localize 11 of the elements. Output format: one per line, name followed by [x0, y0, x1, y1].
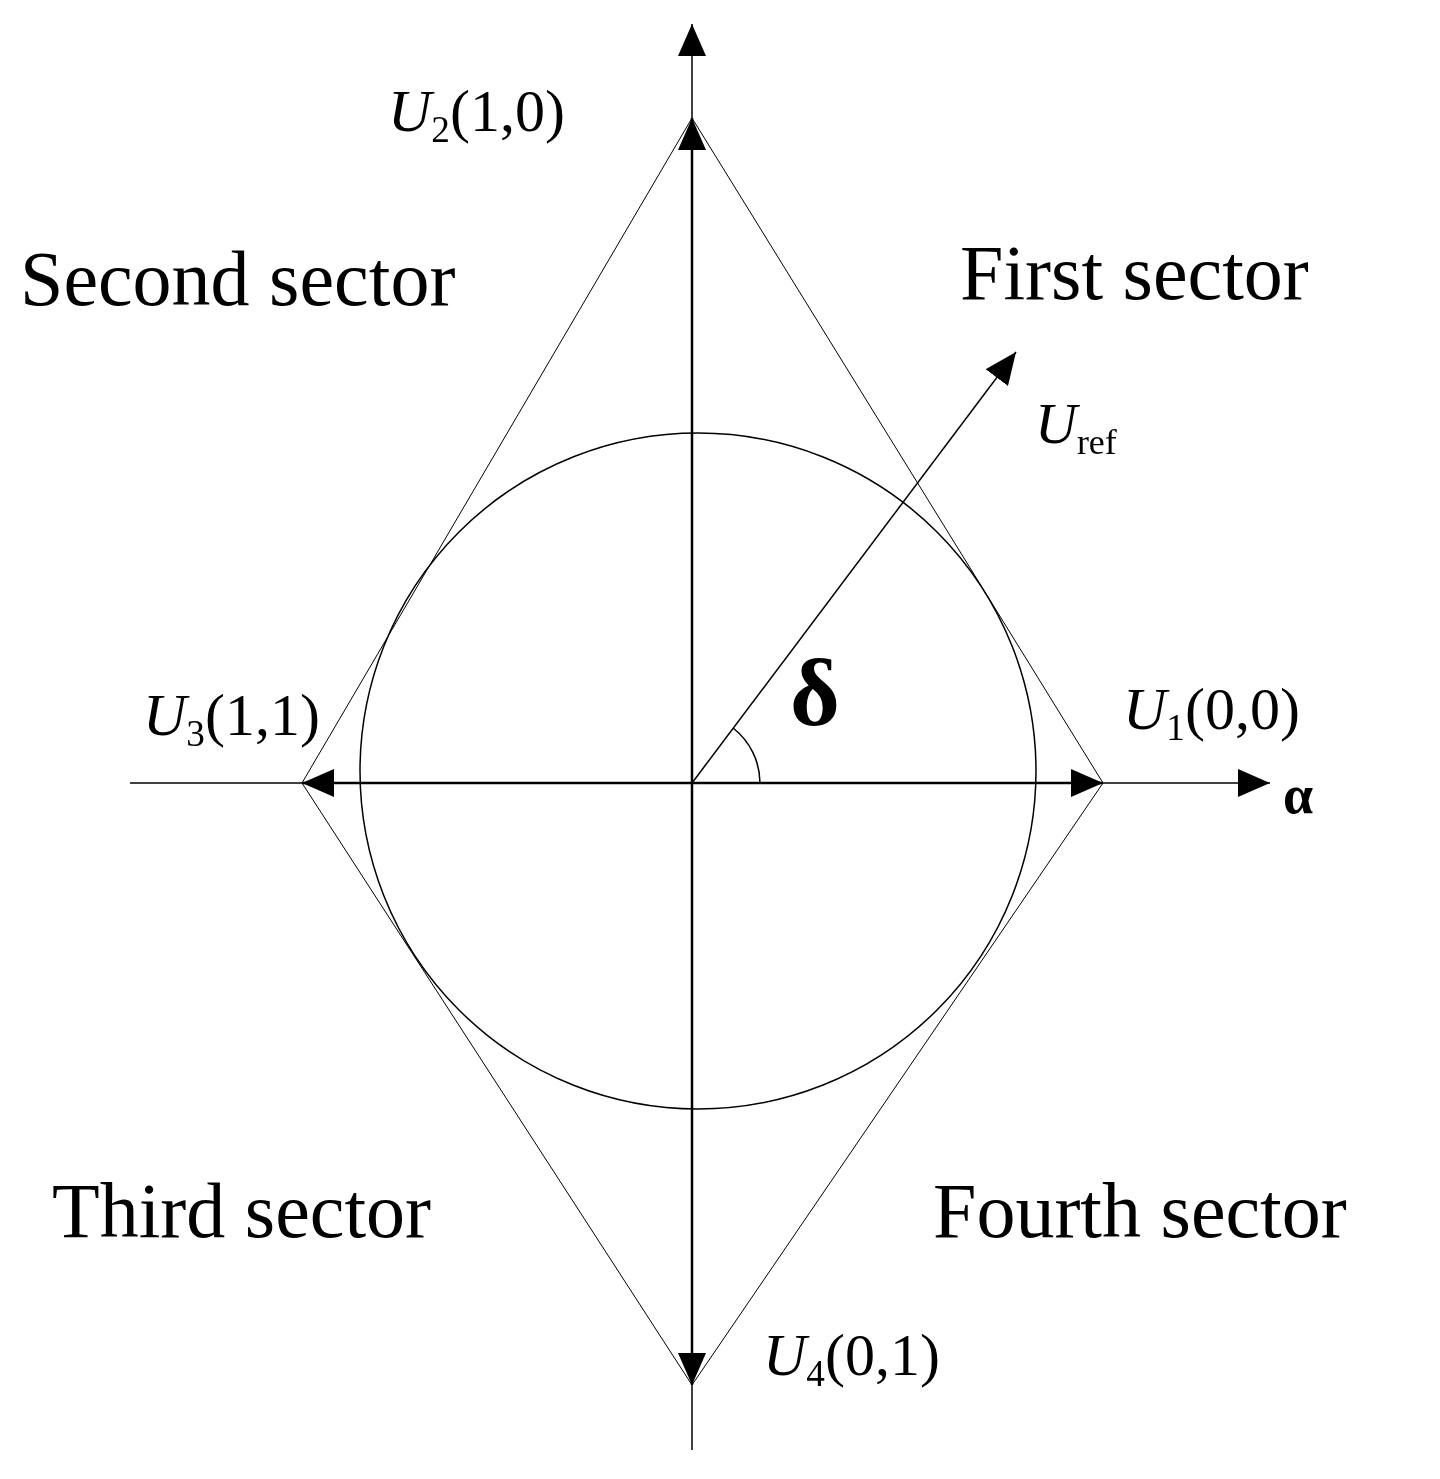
axis-label: α [1283, 766, 1314, 826]
sector-label: Second sector [20, 236, 456, 322]
sector-label: Fourth sector [933, 1168, 1347, 1254]
angle-label: δ [790, 640, 840, 746]
sector-label: First sector [960, 230, 1309, 316]
vector-label: U$_{ref}$ [1035, 392, 1117, 456]
vector-label: U$_{1}$(0,0) [1123, 676, 1300, 742]
vector-label: U$_{3}$(1,1) [143, 682, 320, 748]
sector-label: Third sector [52, 1168, 432, 1254]
vector-label: U$_{2}$(1,0) [388, 78, 565, 144]
vector-label: U$_{4}$(0,1) [763, 1322, 940, 1388]
